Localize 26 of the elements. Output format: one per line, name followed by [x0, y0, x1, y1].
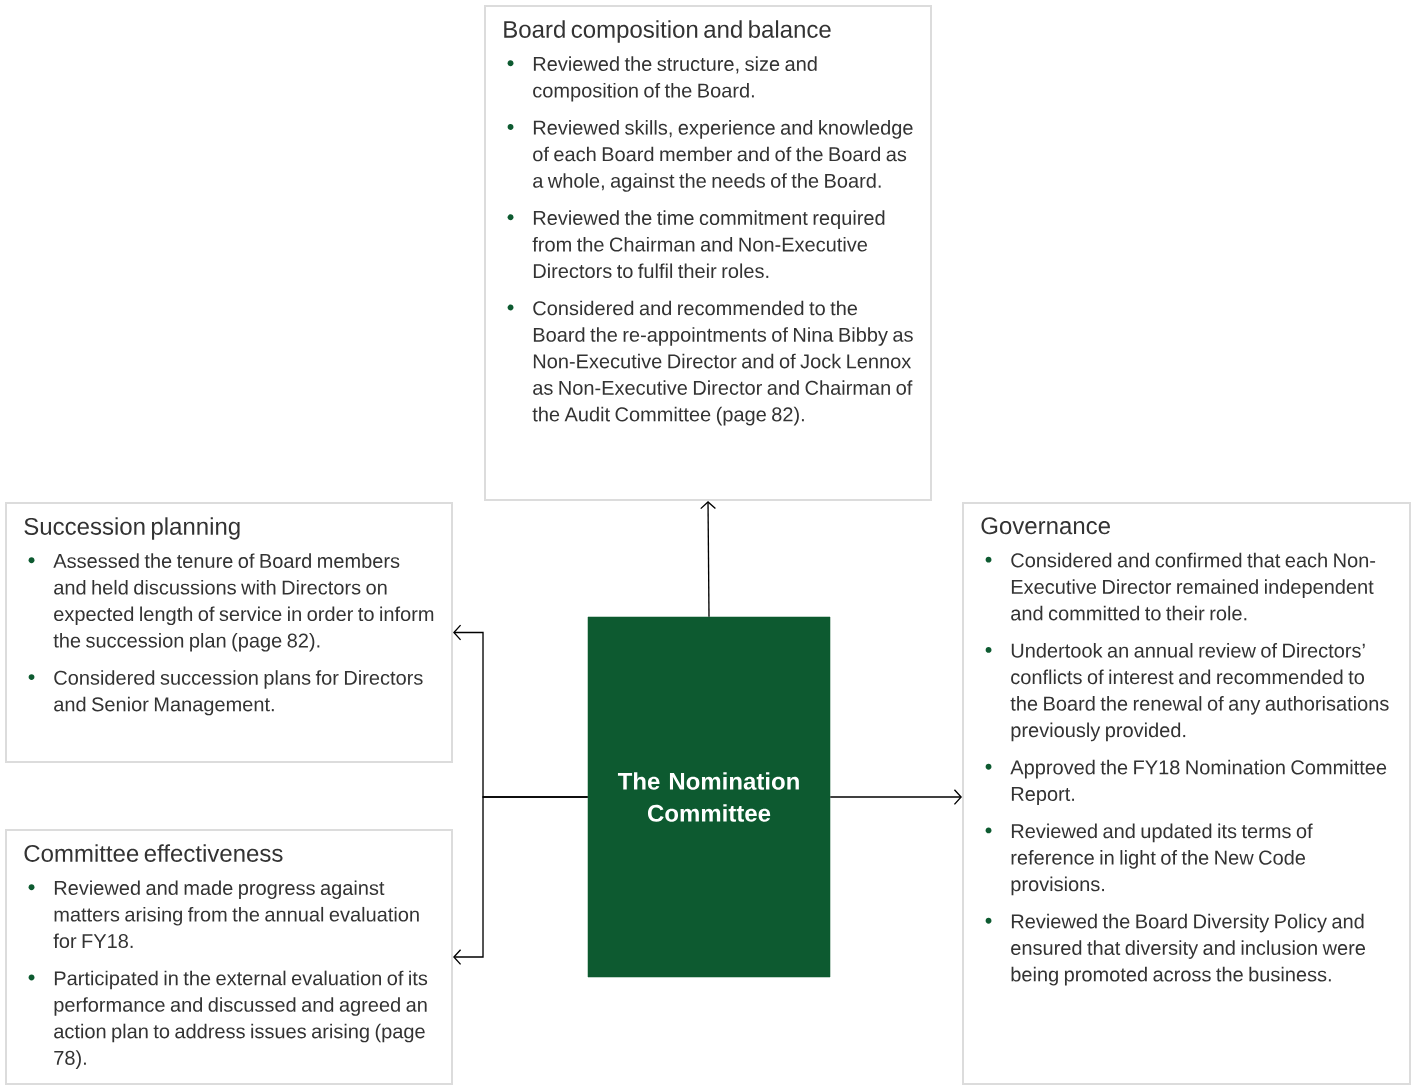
card-heading: Governance — [981, 517, 1110, 535]
arrow — [453, 796, 589, 965]
card-heading: Board composition and balance — [504, 20, 831, 43]
committee-box — [587, 616, 831, 978]
text-card — [5, 502, 453, 763]
bullet-item: Undertook an annual review of Directors’ conflicts of interest and recommended to the Board the renewal of any authorisations previously provided. — [985, 643, 1389, 742]
text-card — [5, 829, 453, 1085]
bullet-item: Reviewed skills, experience and knowledge of each Board member and of the Board as a whole, against the needs of the Board. — [507, 120, 913, 192]
arrow — [700, 501, 717, 618]
card-heading: Committee effectiveness — [24, 844, 283, 862]
text-card — [484, 5, 932, 501]
arrow — [829, 789, 962, 805]
bullet-item: Considered succession plans for Directors and Senior Management. — [28, 670, 423, 716]
bullet-item: Considered and recommended to the Board the re-appointments of Nina Bibby as Non-Executive Director and of Jock Lennox as Non-Executive Director and Chairman of the Audit Committee (page 82). — [507, 300, 913, 426]
bullet-item: Participated in the external evaluation of its performance and discussed and agreed an action plan to address issues arising (page 78). — [28, 970, 428, 1069]
box-title: The Nomination Committee — [617, 772, 799, 822]
card-heading: Succession planning — [24, 517, 240, 540]
text-card — [962, 502, 1411, 1085]
bullet-item: Approved the FY18 Nomination Committee Report. — [985, 759, 1387, 805]
bullet-item: Reviewed and made progress against matters arising from the annual evaluation for FY18. — [28, 880, 419, 949]
bullet-item: Reviewed the structure, size and composition of the Board. — [507, 56, 817, 102]
bullet-item: Reviewed the time commitment required from the Chairman and Non-Executive Directors to fulfil their roles. — [507, 210, 885, 279]
bullet-item: Reviewed and updated its terms of reference in light of the New Code provisions. — [985, 823, 1313, 896]
bullet-item: Reviewed the Board Diversity Policy and ensured that diversity and inclusion were being promoted across the business. — [985, 913, 1366, 986]
bullet-item: Considered and confirmed that each Non-Executive Director remained independent and committed to their role. — [985, 552, 1376, 621]
bullet-item: Assessed the tenure of Board members and held discussions with Directors on expected length of service in order to inform the succession plan (page 82). — [28, 553, 434, 652]
